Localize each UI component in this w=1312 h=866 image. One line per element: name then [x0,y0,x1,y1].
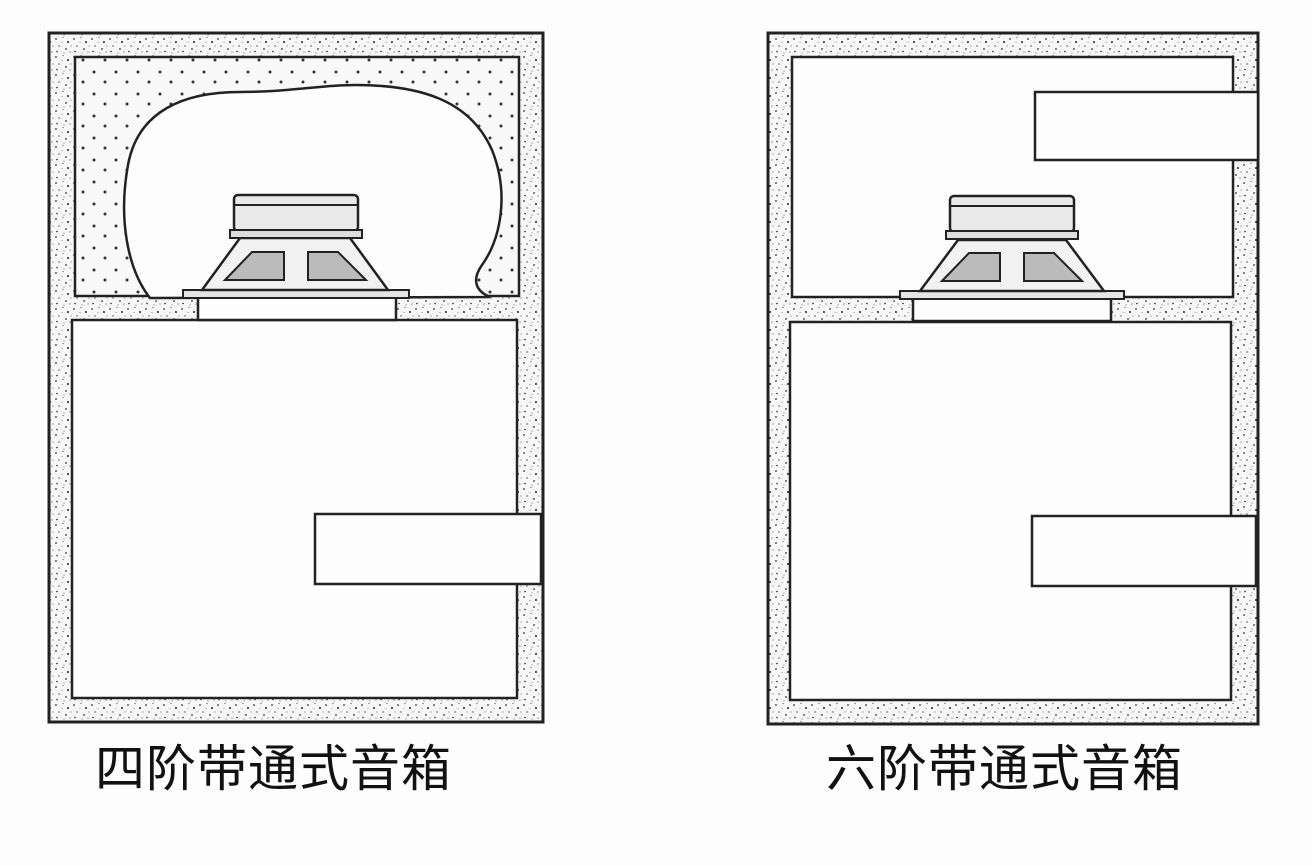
speaker-magnet [232,193,360,233]
sixth-order-enclosure [766,31,1260,726]
basket-window-left [939,252,1001,282]
fourth-order-enclosure [47,31,545,724]
woofer-driver [899,194,1125,323]
lower-chamber [70,318,519,700]
sixth-order-caption: 六阶带通式音箱 [826,740,1183,798]
lower-port-tube [1030,514,1258,588]
magnet-plate [945,230,1079,240]
basket-window-right [1023,252,1085,282]
fourth-order-caption: 四阶带通式音箱 [95,740,452,798]
basket-window-right [307,251,369,281]
magnet-plate [229,229,363,239]
speaker-magnet [948,194,1076,234]
basket-window-left [222,251,285,281]
woofer-driver [182,193,410,322]
upper-port-tube [1033,90,1260,162]
lower-chamber [788,320,1233,702]
speaker-mount-ring [911,295,1113,323]
port-tube [313,512,543,586]
speaker-mount-ring [196,294,398,322]
damping-material-outline [122,83,503,300]
